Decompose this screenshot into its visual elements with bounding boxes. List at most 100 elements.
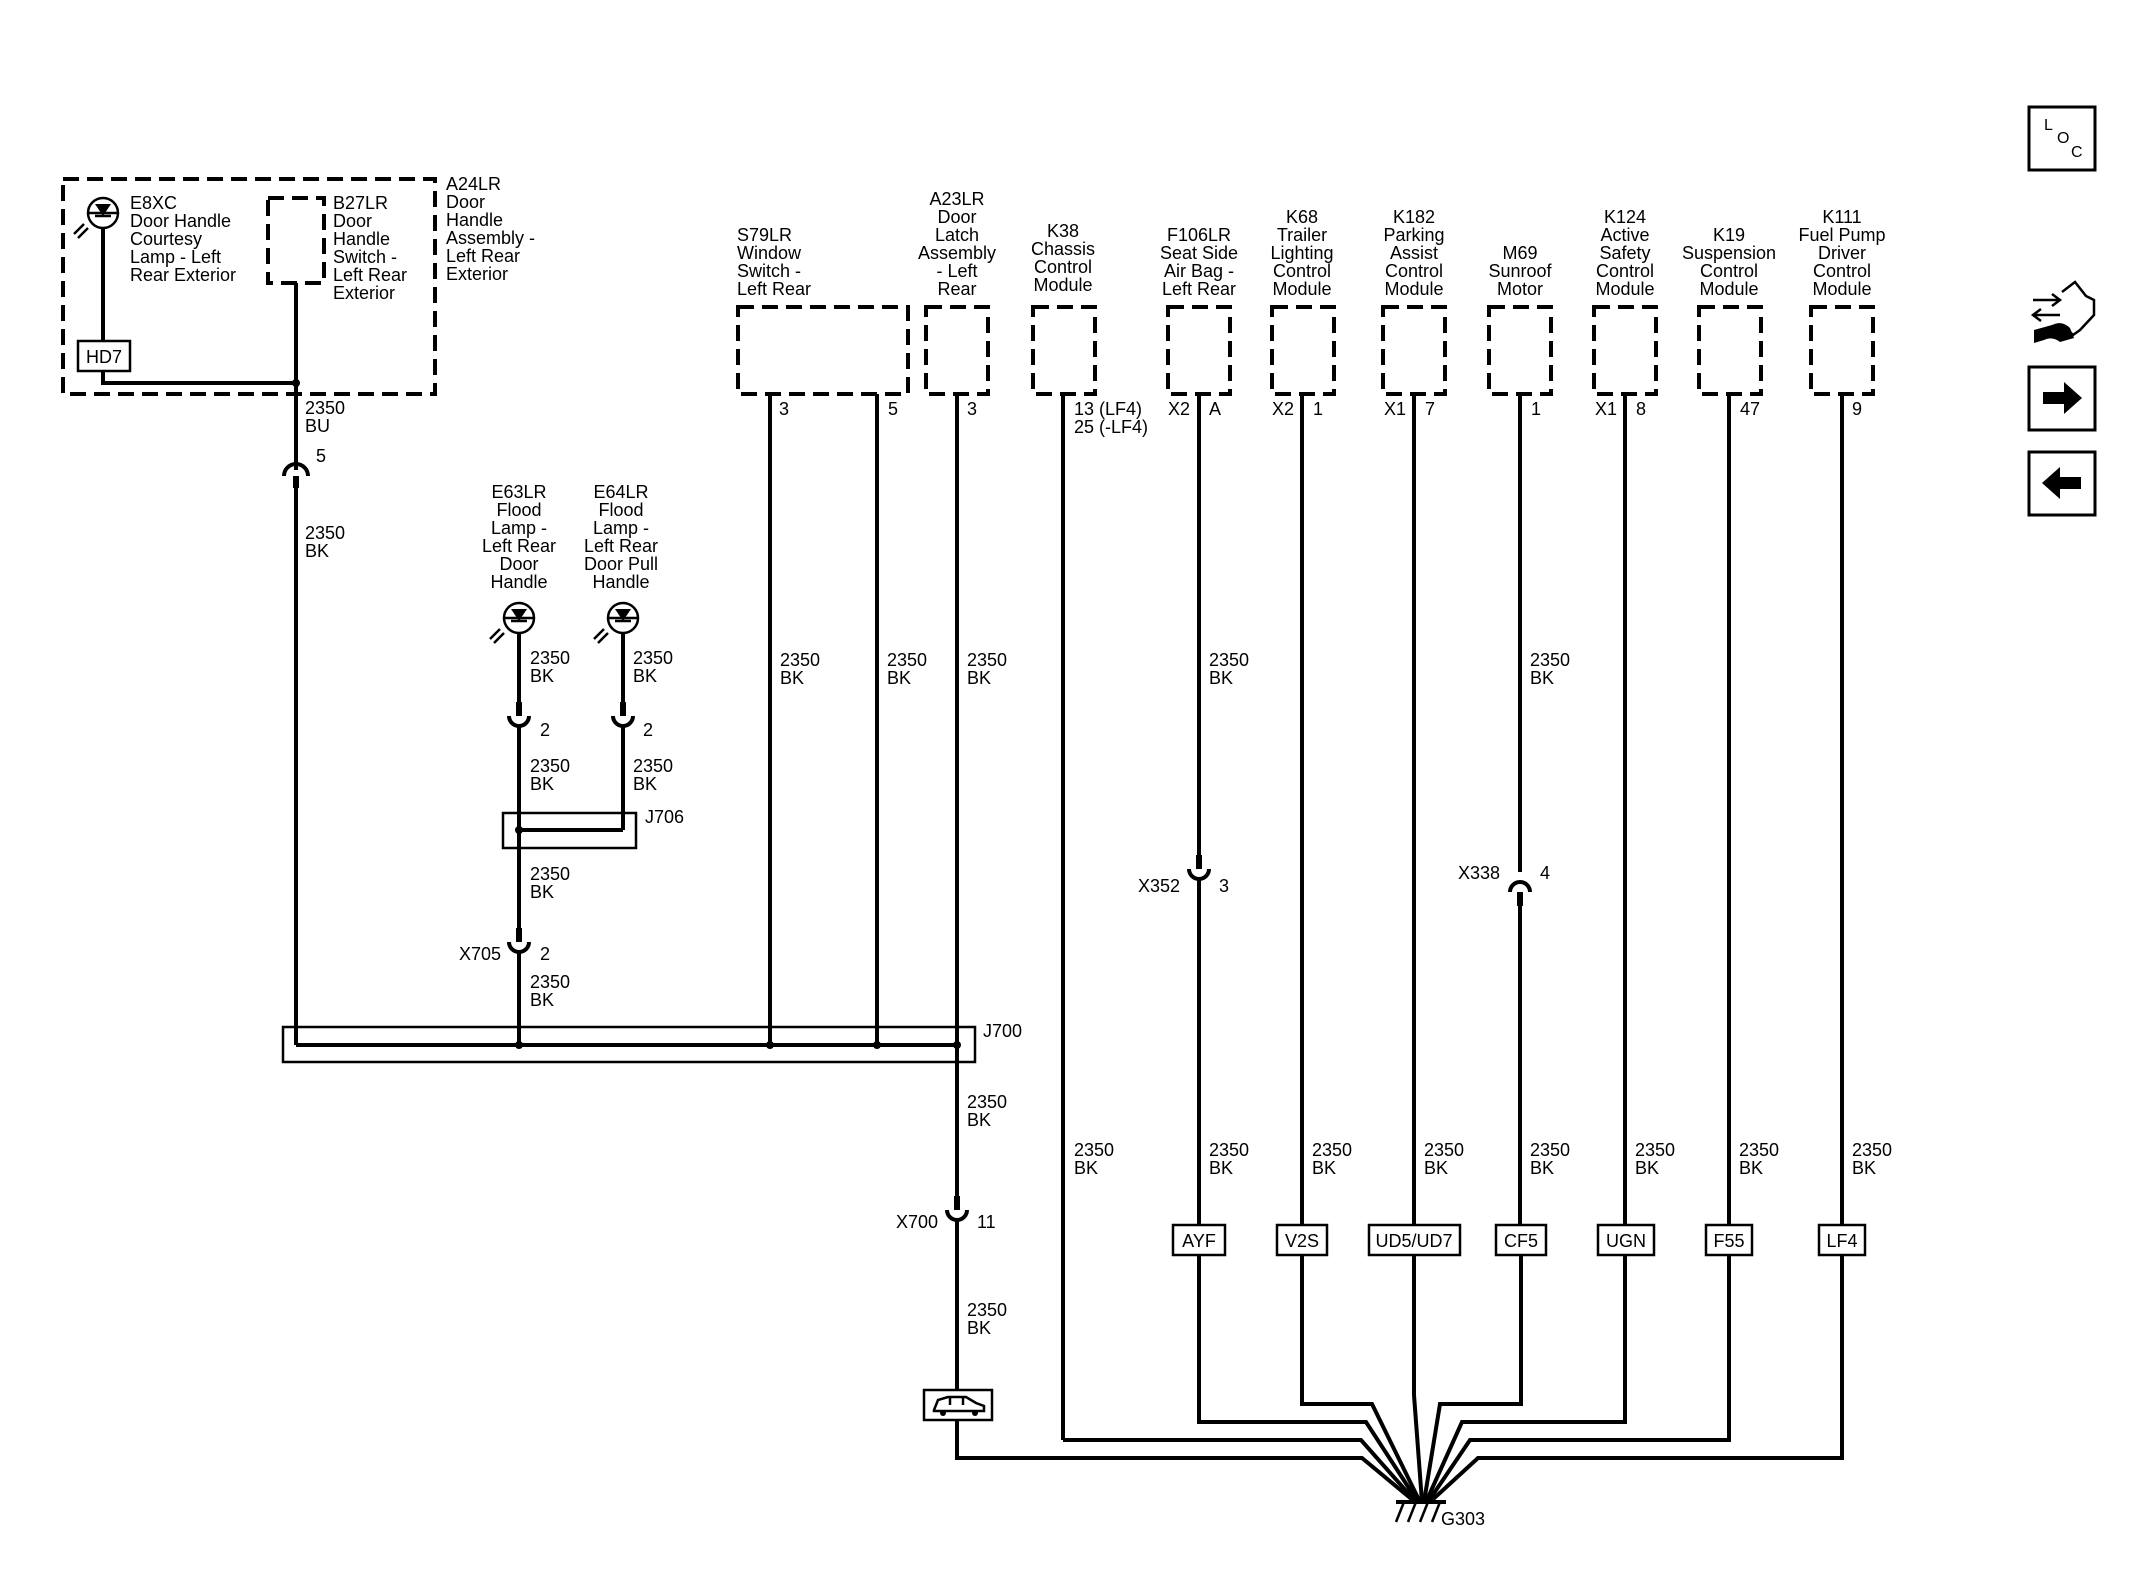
k68-label-4: Module — [1272, 279, 1331, 299]
k111-label-4: Module — [1812, 279, 1871, 299]
k111-label-2: Driver — [1818, 243, 1866, 263]
wire-color: BK — [1312, 1158, 1336, 1178]
wire-color: BK — [967, 1318, 991, 1338]
f106lr-label-1: Seat Side — [1160, 243, 1238, 263]
option-v2s-label: V2S — [1285, 1231, 1319, 1251]
k68-label-0: K68 — [1286, 207, 1318, 227]
next-page-button[interactable] — [2027, 365, 2097, 432]
e8xc-label-3: Lamp - Left — [130, 247, 221, 267]
k124-active-safety-module: K124 Active Safety Control Module — [1592, 207, 1658, 396]
connector-x352-label: X352 — [1138, 876, 1180, 896]
wire-label: 2350 — [1209, 1140, 1249, 1160]
wire-label: 2350 — [633, 648, 673, 668]
m69-label-1: Sunroof — [1488, 261, 1552, 281]
wire-label: 2350 — [1424, 1140, 1464, 1160]
e63lr-pin: 2 — [540, 720, 550, 740]
wire-label: 2350 — [1209, 650, 1249, 670]
e63lr-connector — [507, 702, 531, 728]
s79lr-pin-3: 3 — [779, 399, 789, 419]
b27lr-label-3: Switch - — [333, 247, 397, 267]
location-button[interactable]: L O C — [2027, 105, 2097, 172]
connector-x338 — [1508, 880, 1532, 906]
b27lr-label-5: Exterior — [333, 283, 395, 303]
s79lr-label-0: S79LR — [737, 225, 792, 245]
e64lr-label-5: Handle — [592, 572, 649, 592]
splice-j700: J700 — [281, 1021, 1022, 1064]
k19-label-0: K19 — [1713, 225, 1745, 245]
s79lr-label-2: Switch - — [737, 261, 801, 281]
wire-label: 2350 — [1530, 1140, 1570, 1160]
k38-pin-a: 13 (LF4) — [1074, 399, 1142, 419]
ground-g303: G303 — [1394, 1500, 1485, 1529]
option-ugn: UGN — [1596, 1223, 1656, 1257]
s79lr-label-3: Left Rear — [737, 279, 811, 299]
a23lr-label-1: Door — [937, 207, 976, 227]
wire-color: BK — [305, 541, 329, 561]
ground-g303-label: G303 — [1441, 1509, 1485, 1529]
wire-label: 2350 — [530, 648, 570, 668]
e64lr-pin: 2 — [643, 720, 653, 740]
wire-color: BK — [1209, 1158, 1233, 1178]
connector-x700 — [945, 1196, 969, 1222]
wire-label: 2350 — [1312, 1140, 1352, 1160]
e8xc-label-4: Rear Exterior — [130, 265, 236, 285]
k182-pin: 7 — [1425, 399, 1435, 419]
k124-pin: 8 — [1636, 399, 1646, 419]
f106lr-label-3: Left Rear — [1162, 279, 1236, 299]
wire-label: 2350 — [967, 1300, 1007, 1320]
loc-letter-c: C — [2071, 144, 2083, 161]
wire-label: 2350 — [1074, 1140, 1114, 1160]
wire-color: BK — [1852, 1158, 1876, 1178]
m69-label-2: Motor — [1497, 279, 1543, 299]
wire-label: 2350 — [530, 756, 570, 776]
connector-x700-label: X700 — [896, 1212, 938, 1232]
option-ugn-label: UGN — [1606, 1231, 1646, 1251]
wire-color: BK — [967, 1110, 991, 1130]
light-rays-icon — [593, 628, 609, 644]
wire-color: BK — [1074, 1158, 1098, 1178]
option-ud5-label: UD5/UD7 — [1375, 1231, 1452, 1251]
e64lr-flood-lamp: E64LR Flood Lamp - Left Rear Door Pull H… — [584, 482, 658, 644]
a23lr-label-2: Latch — [935, 225, 979, 245]
k38-label-2: Control — [1034, 257, 1092, 277]
a23lr-label-4: - Left — [936, 261, 977, 281]
f106lr-pin: A — [1209, 399, 1221, 419]
k38-label-1: Chassis — [1031, 239, 1095, 259]
a23lr-label-5: Rear — [937, 279, 976, 299]
e63lr-label-3: Left Rear — [482, 536, 556, 556]
k68-pin: 1 — [1313, 399, 1323, 419]
a24lr-label-0: A24LR — [446, 174, 501, 194]
a24lr-pin: 5 — [316, 446, 326, 466]
k182-connector: X1 — [1384, 399, 1406, 419]
k182-parking-assist-module: K182 Parking Assist Control Module — [1381, 207, 1447, 396]
e8xc-label-2: Courtesy — [130, 229, 202, 249]
wire-label: 2350 — [305, 398, 345, 418]
connector-x700-pin: 11 — [977, 1212, 996, 1232]
wire-label: 2350 — [887, 650, 927, 670]
k124-label-4: Module — [1595, 279, 1654, 299]
k68-connector: X2 — [1272, 399, 1294, 419]
f106lr-label-2: Air Bag - — [1164, 261, 1234, 281]
e64lr-label-1: Flood — [598, 500, 643, 520]
previous-page-button[interactable] — [2027, 450, 2097, 517]
wire-color: BK — [633, 774, 657, 794]
wire-label: 2350 — [633, 756, 673, 776]
wire-color: BK — [967, 668, 991, 688]
f106lr-seat-side-air-bag: F106LR Seat Side Air Bag - Left Rear — [1160, 225, 1238, 396]
wire-color: BK — [530, 990, 554, 1010]
wire-color: BU — [305, 416, 330, 436]
arrow-right-icon — [2043, 382, 2082, 414]
connector-repair-button[interactable] — [2030, 280, 2096, 343]
option-ayf-label: AYF — [1182, 1231, 1216, 1251]
wire-color: BK — [1635, 1158, 1659, 1178]
k124-label-3: Control — [1596, 261, 1654, 281]
splice-j706: J706 — [501, 807, 684, 850]
a24lr-label-3: Assembly - — [446, 228, 535, 248]
k38-pin-b: 25 (-LF4) — [1074, 417, 1148, 437]
wire-label: 2350 — [1739, 1140, 1779, 1160]
k111-label-0: K111 — [1822, 207, 1861, 227]
k182-label-2: Assist — [1390, 243, 1438, 263]
wire-label: 2350 — [967, 1092, 1007, 1112]
option-v2s: V2S — [1275, 1223, 1329, 1257]
k111-label-3: Control — [1813, 261, 1871, 281]
